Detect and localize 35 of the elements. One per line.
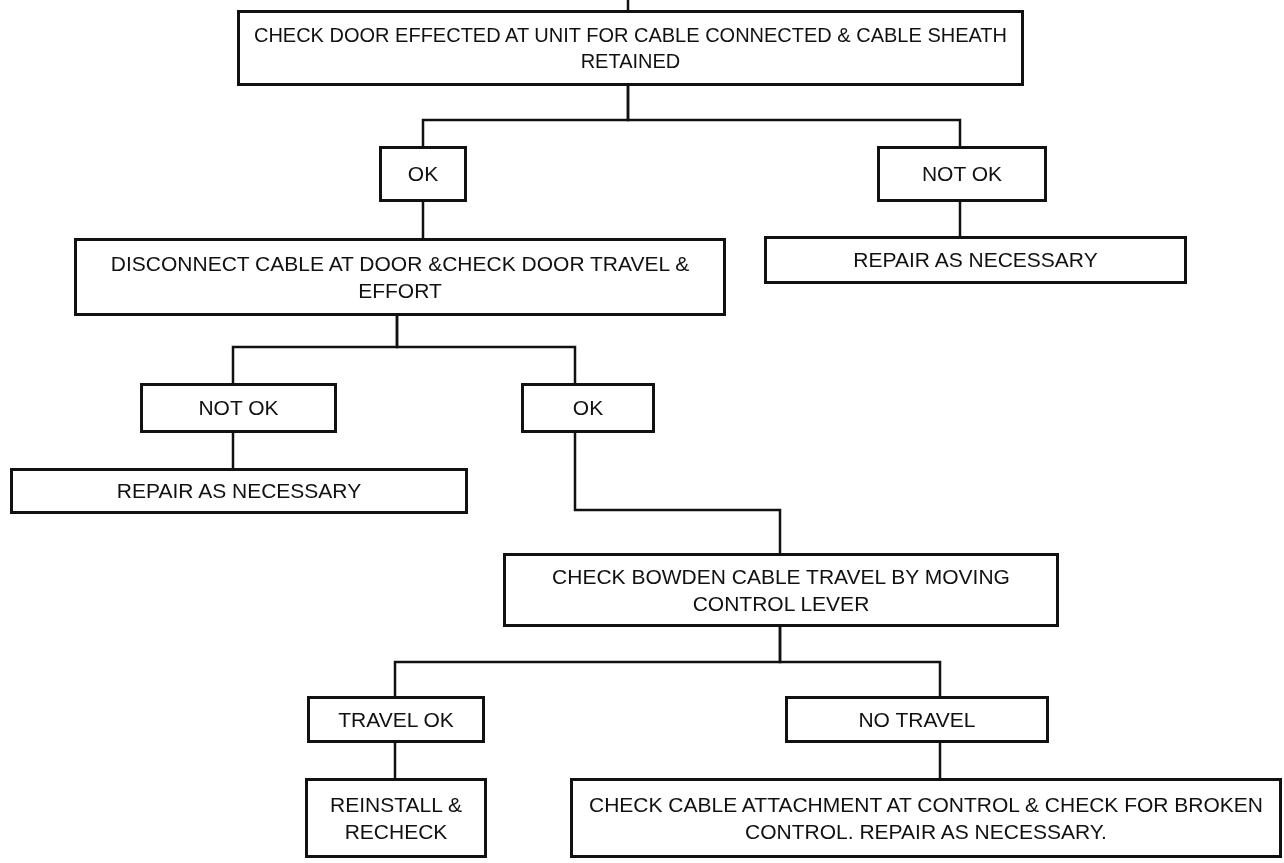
box-text: NOT OK [921, 161, 1003, 188]
box-text: DISCONNECT CABLE AT DOOR &CHECK DOOR TRAVEL & EFFORT [109, 250, 691, 304]
process-box [379, 146, 467, 202]
process-box [503, 553, 1059, 627]
process-box [521, 383, 655, 433]
connector-line [958, 202, 962, 236]
box-text: NO TRAVEL [858, 706, 976, 733]
process-box [570, 778, 1282, 858]
process-box [785, 696, 1049, 743]
process-box [307, 696, 485, 743]
process-box [305, 778, 487, 858]
process-box [877, 146, 1047, 202]
box-text: CHECK CABLE ATTACHMENT AT CONTROL & CHECK FOR BROKEN CONTROL. REPAIR AS NECESSARY. [587, 791, 1265, 845]
connector-line [626, 86, 962, 146]
box-text: OK [572, 395, 604, 422]
connector-line [778, 627, 942, 696]
connector-line [573, 433, 782, 553]
process-box [74, 238, 726, 316]
connector-line [395, 316, 577, 383]
process-box [140, 383, 337, 433]
box-text: REPAIR AS NECESSARY [116, 478, 362, 505]
connector-line [231, 433, 235, 468]
box-text: TRAVEL OK [338, 706, 454, 733]
box-text: CHECK BOWDEN CABLE TRAVEL BY MOVING CONTROL LEVER [551, 563, 1011, 617]
connector-line [938, 743, 942, 778]
box-text: REPAIR AS NECESSARY [853, 247, 1098, 274]
process-box [10, 468, 468, 514]
connector-line [393, 743, 397, 778]
process-box [237, 10, 1024, 86]
connector-line [421, 202, 425, 238]
box-text: OK [407, 161, 439, 188]
box-text: CHECK DOOR EFFECTED AT UNIT FOR CABLE CONNECTED & CABLE SHEATH RETAINED [252, 23, 1009, 74]
box-text: NOT OK [198, 395, 279, 422]
process-box [764, 236, 1187, 284]
box-text: REINSTALL & RECHECK [329, 791, 463, 845]
